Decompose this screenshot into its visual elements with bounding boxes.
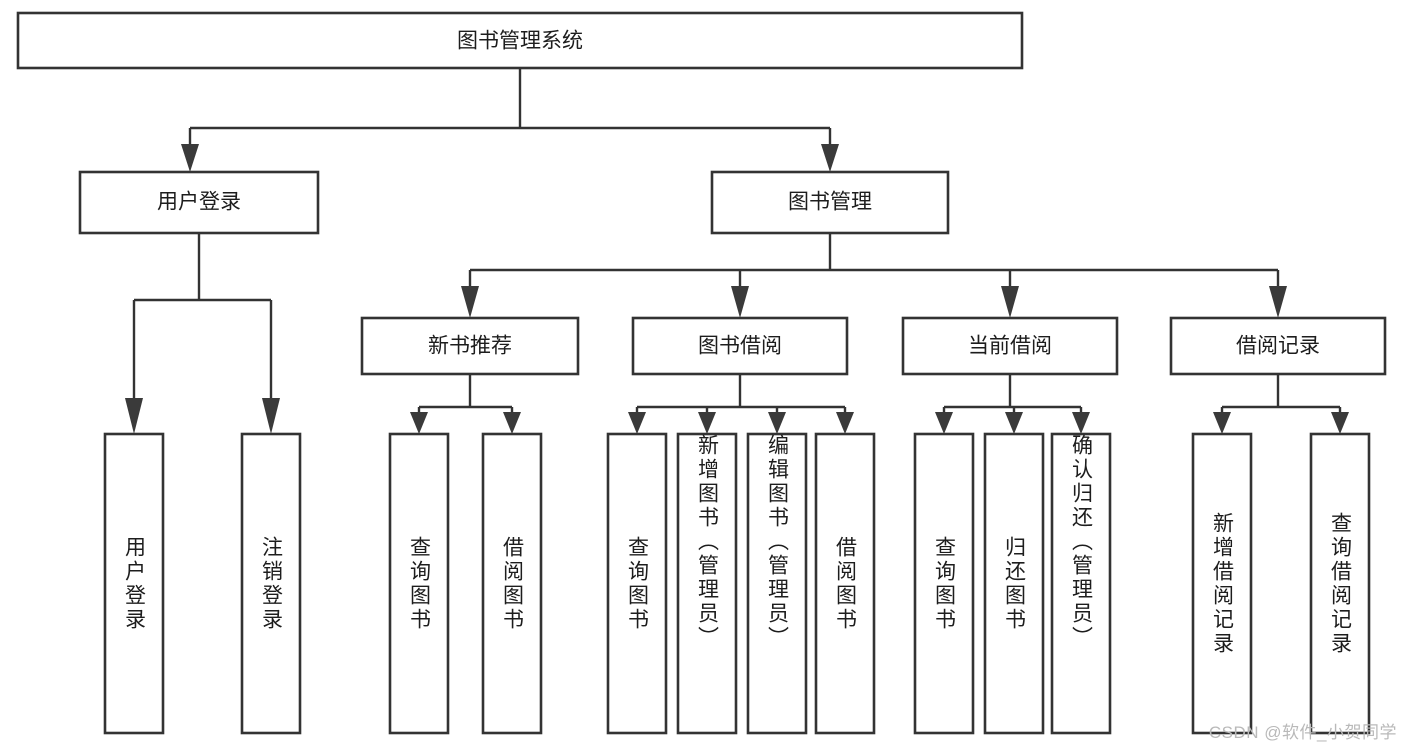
node-book-management-label: 图书管理: [788, 191, 872, 214]
node-leaf-bb-query-book-rect[interactable]: [606, 432, 668, 735]
arrow-head-cb-return: [1005, 412, 1023, 434]
node-user-login-label: 用户登录: [157, 191, 241, 214]
node-leaf-cb-confirm-return-rect[interactable]: [1050, 432, 1112, 735]
connector-group-current-borrow: [935, 374, 1090, 434]
connector-group-new-book-rec: [410, 374, 521, 434]
connector-group-book-mgmt: [461, 233, 1287, 318]
node-new-book-recommend-label: 新书推荐: [428, 335, 512, 358]
node-new-book-recommend[interactable]: 新书推荐: [360, 316, 580, 376]
connector-group-root: [181, 68, 839, 172]
arrow-head-book-mgmt: [821, 144, 839, 172]
node-borrow-record-rect[interactable]: [1169, 316, 1387, 376]
arrow-head-borrow-record: [1269, 286, 1287, 318]
node-leaf-cb-return-book-rect[interactable]: [983, 432, 1045, 735]
arrow-head-cb-confirm: [1072, 412, 1090, 434]
node-leaf-br-query-record-rect[interactable]: [1309, 432, 1371, 735]
node-root[interactable]: 图书管理系统: [16, 11, 1024, 70]
node-leaf-nbr-borrow-book-rect[interactable]: [481, 432, 543, 735]
arrow-head-nbr-query: [410, 412, 428, 434]
node-leaf-br-add-record-rect[interactable]: [1191, 432, 1253, 735]
node-book-management-rect[interactable]: [710, 170, 950, 235]
node-leaf-nbr-query-book-rect[interactable]: [388, 432, 450, 735]
node-book-borrow-label: 图书借阅: [698, 335, 782, 358]
arrow-head-current-borrow: [1001, 286, 1019, 318]
node-book-management[interactable]: 图书管理: [710, 170, 950, 235]
node-leaf-bb-edit-book-rect[interactable]: [746, 432, 808, 735]
node-current-borrow-rect[interactable]: [901, 316, 1119, 376]
node-leaf-bb-add-book-rect[interactable]: [676, 432, 738, 735]
connector-group-user-login: [125, 233, 280, 434]
arrow-head-br-query: [1331, 412, 1349, 434]
arrow-head-br-add: [1213, 412, 1231, 434]
node-new-book-recommend-rect[interactable]: [360, 316, 580, 376]
arrow-head-new-book-rec: [461, 286, 479, 318]
node-current-borrow-label: 当前借阅: [968, 335, 1052, 358]
node-leaf-cb-query-book-rect[interactable]: [913, 432, 975, 735]
connector-group-book-borrow: [628, 374, 854, 434]
node-book-borrow-rect[interactable]: [631, 316, 849, 376]
node-root-rect[interactable]: [16, 11, 1024, 70]
node-leaf-user-login-rect[interactable]: [103, 432, 165, 735]
node-book-borrow[interactable]: 图书借阅: [631, 316, 849, 376]
node-user-login-rect[interactable]: [78, 170, 320, 235]
node-user-login[interactable]: 用户登录: [78, 170, 320, 235]
arrow-head-cb-query: [935, 412, 953, 434]
connector-group-borrow-record: [1213, 374, 1349, 434]
node-borrow-record[interactable]: 借阅记录: [1169, 316, 1387, 376]
node-borrow-record-label: 借阅记录: [1236, 335, 1320, 358]
arrow-head-leaf-logout: [262, 398, 280, 434]
arrow-head-bb-borrow: [836, 412, 854, 434]
node-leaf-logout-rect[interactable]: [240, 432, 302, 735]
arrow-head-leaf-user-login: [125, 398, 143, 434]
node-leaf-bb-borrow-book-rect[interactable]: [814, 432, 876, 735]
arrow-head-nbr-borrow: [503, 412, 521, 434]
node-current-borrow[interactable]: 当前借阅: [901, 316, 1119, 376]
arrow-head-bb-query: [628, 412, 646, 434]
arrow-head-bb-edit: [768, 412, 786, 434]
arrow-head-book-borrow: [731, 286, 749, 318]
arrow-head-user-login: [181, 144, 199, 172]
watermark-text: CSDN @软件_小贺同学: [1208, 723, 1397, 742]
node-root-label: 图书管理系统: [457, 30, 583, 53]
arrow-head-bb-add: [698, 412, 716, 434]
